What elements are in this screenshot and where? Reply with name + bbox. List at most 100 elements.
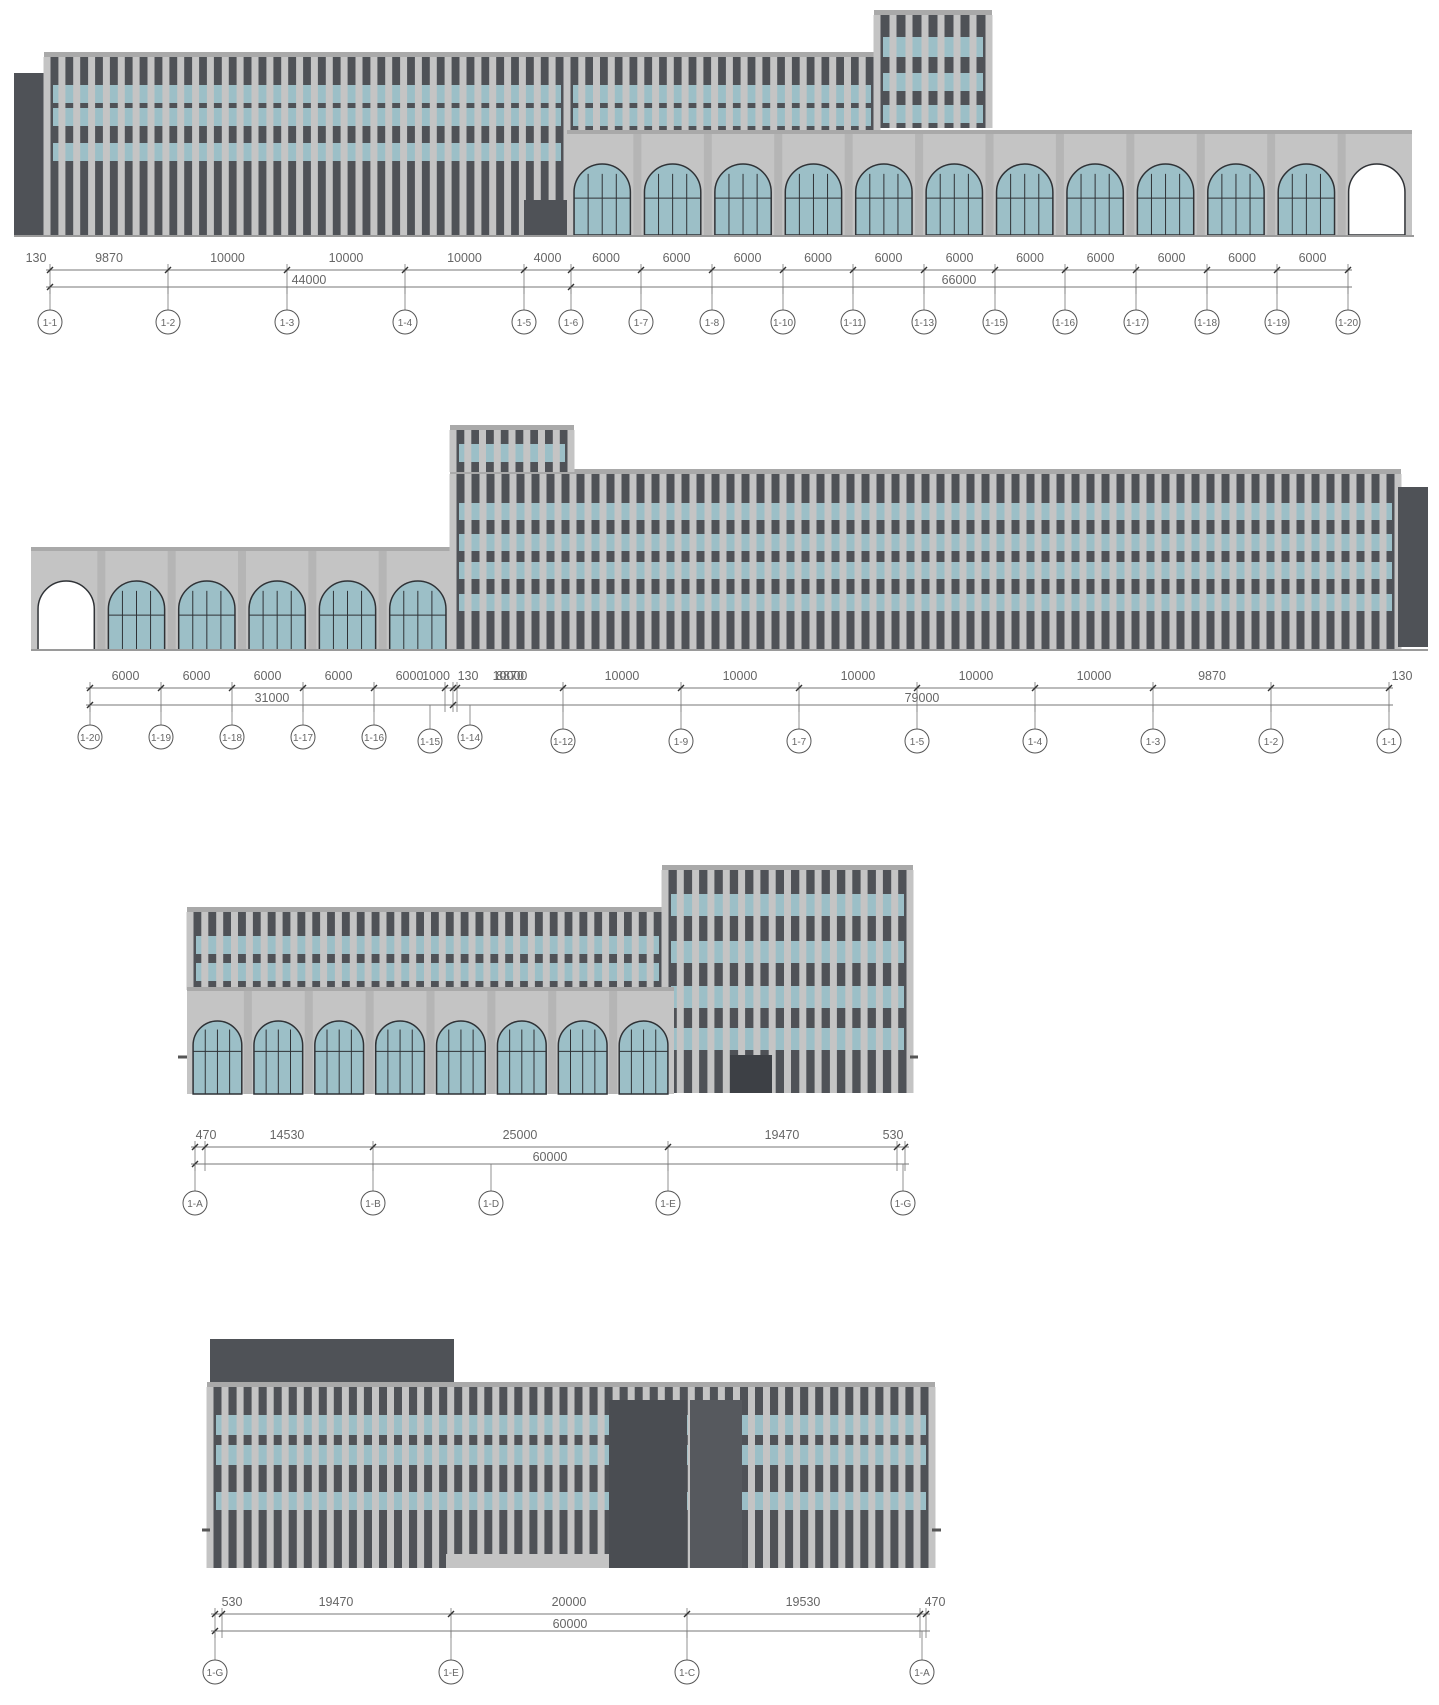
facade-fin xyxy=(906,870,914,1093)
arcade-pier xyxy=(548,991,557,1094)
facade-fin xyxy=(494,474,502,650)
facade-fin xyxy=(552,1387,560,1568)
facade-fin xyxy=(622,57,630,132)
axis-label: 1-D xyxy=(483,1199,499,1210)
dimension-tick xyxy=(453,684,461,692)
arcade-pier xyxy=(1055,134,1064,235)
axis-label: 1-B xyxy=(365,1199,381,1210)
arcade-pier xyxy=(365,991,374,1094)
parapet xyxy=(564,52,880,57)
facade-fin xyxy=(844,57,851,132)
end-wall xyxy=(14,73,47,235)
facade-fin xyxy=(607,57,615,132)
facade-fin xyxy=(1349,474,1357,650)
facade-fin xyxy=(569,474,577,650)
facade-fin xyxy=(281,57,289,235)
dimension-label: 6000 xyxy=(254,669,282,683)
facade-fin xyxy=(597,1387,605,1568)
facade-fin xyxy=(462,1387,470,1568)
facade-fin xyxy=(355,57,363,235)
facade-fin xyxy=(474,57,482,235)
facade-fin xyxy=(913,1387,921,1568)
facade-fin xyxy=(385,57,393,235)
dimension-label: 6000 xyxy=(592,251,620,265)
facade-fin xyxy=(402,1387,409,1568)
axis-bubble xyxy=(457,724,483,750)
facade-fin xyxy=(740,57,748,132)
axis-label: 1-9 xyxy=(674,737,689,748)
dimension-tick xyxy=(447,1610,455,1618)
axis-bubble xyxy=(1258,728,1284,754)
arcade-pier xyxy=(308,551,317,650)
axis-bubble xyxy=(909,1659,935,1685)
dimension-label: 20000 xyxy=(552,1595,587,1609)
window-band xyxy=(459,562,1392,579)
dimension-label: 6000 xyxy=(1016,251,1044,265)
dimension-tick xyxy=(299,684,307,692)
arcade-pier xyxy=(304,991,313,1094)
axis-bubble xyxy=(982,309,1008,335)
facade-fin xyxy=(251,57,259,235)
facade-fin xyxy=(974,474,982,650)
facade-fin xyxy=(875,870,883,1093)
facade-fin xyxy=(873,15,881,128)
dimension-tick xyxy=(664,1143,672,1151)
axis-label: 1-5 xyxy=(517,318,532,329)
dimension-label: 6000 xyxy=(1158,251,1186,265)
window-band xyxy=(573,108,871,126)
facade-fin xyxy=(394,912,402,990)
facade-fin xyxy=(839,474,847,650)
dimension-tick xyxy=(795,684,803,692)
facade-fin xyxy=(1244,474,1252,650)
facade-fin xyxy=(969,15,977,128)
facade-fin xyxy=(508,430,516,472)
dimension-label: 130 xyxy=(26,251,47,265)
parapet xyxy=(207,1382,935,1387)
arcade-pier xyxy=(426,991,435,1094)
facade-fin xyxy=(498,912,506,990)
axis-bubble xyxy=(148,724,174,750)
window-band xyxy=(573,85,871,103)
facade-fin xyxy=(891,870,899,1093)
facade-fin xyxy=(281,1387,289,1568)
facade-fin xyxy=(661,870,669,1093)
axis-bubble xyxy=(219,724,245,750)
facade-fin xyxy=(905,15,913,128)
facade-fin xyxy=(593,57,600,132)
facade-fin xyxy=(985,15,993,128)
axis-bubble xyxy=(155,309,181,335)
arcade-pier xyxy=(1196,134,1205,235)
facade-fin xyxy=(689,474,697,650)
facade-fin xyxy=(599,474,607,650)
facade-fin xyxy=(659,474,667,650)
facade-fin xyxy=(364,912,372,990)
facade-fin xyxy=(334,912,342,990)
total-dimension-label: 60000 xyxy=(533,1150,568,1164)
dimension-tick xyxy=(283,266,291,274)
axis-label: 1-18 xyxy=(1197,318,1217,329)
facade-fin xyxy=(552,430,560,472)
axis-bubble xyxy=(274,309,300,335)
facade-fin xyxy=(518,57,526,235)
facade-fin xyxy=(379,912,387,990)
facade-fin xyxy=(417,1387,425,1568)
parapet xyxy=(187,907,668,912)
facade-fin xyxy=(424,912,431,990)
entry-door xyxy=(730,1055,772,1093)
facade-fin xyxy=(117,57,125,235)
dimension-tick xyxy=(916,1610,924,1618)
facade-fin xyxy=(637,57,645,132)
facade-fin xyxy=(231,912,238,990)
arcade-pier xyxy=(915,134,924,235)
facade-fin xyxy=(707,870,715,1093)
facade-fin xyxy=(305,912,313,990)
dimension-label: 6000 xyxy=(396,669,424,683)
facade-fin xyxy=(468,912,476,990)
facade-fin xyxy=(799,870,807,1093)
facade-fin xyxy=(814,57,822,132)
axis-label: 1-6 xyxy=(564,318,579,329)
axis-label: 1-1 xyxy=(43,318,58,329)
arcade-pier xyxy=(243,991,252,1094)
facade-fin xyxy=(527,912,535,990)
facade-fin xyxy=(414,57,422,235)
